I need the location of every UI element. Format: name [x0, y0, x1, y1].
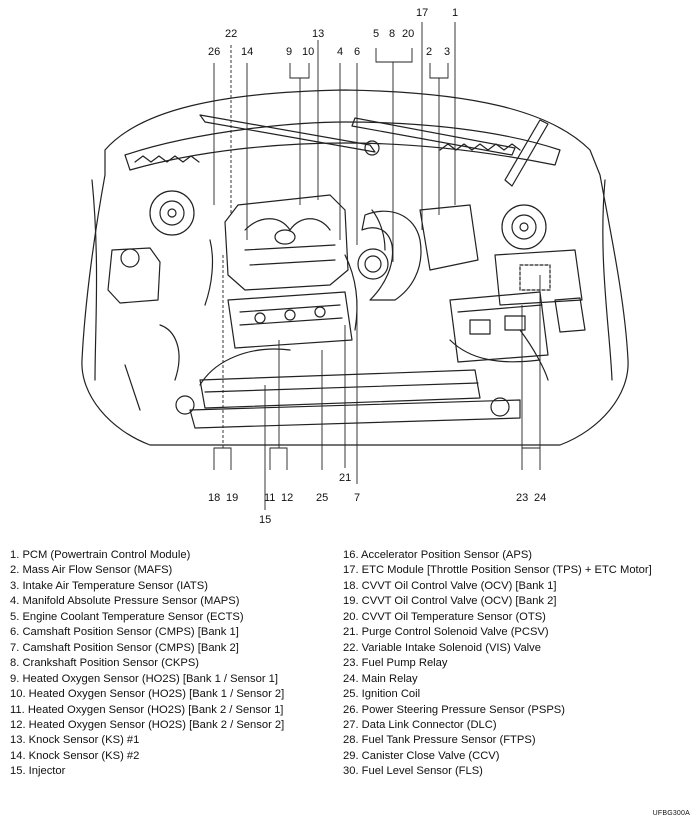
intake-manifold — [224, 194, 349, 291]
legend-item: 10. Heated Oxygen Sensor (HO2S) [Bank 1 … — [10, 688, 285, 701]
legend-left-column: 1. PCM (Powertrain Control Module) 2. Ma… — [10, 548, 340, 780]
callout-25: 25 — [316, 492, 328, 504]
legend-item: 28. Fuel Tank Pressure Sensor (FTPS) — [343, 734, 536, 747]
wiper-arm-left — [199, 114, 376, 153]
figure-code: UFBG300A — [652, 810, 690, 817]
radiator-support — [199, 369, 481, 409]
legend-right-column: 16. Accelerator Position Sensor (APS) 17… — [343, 548, 693, 780]
legend-item: 4. Manifold Absolute Pressure Sensor (MA… — [10, 595, 240, 608]
legend-item: 22. Variable Intake Solenoid (VIS) Valve — [343, 641, 541, 654]
callout-24: 24 — [534, 492, 546, 504]
legend-item: 3. Intake Air Temperature Sensor (IATS) — [10, 579, 208, 592]
callout-15: 15 — [259, 514, 271, 526]
callout-8: 8 — [389, 28, 395, 40]
relay-box — [494, 249, 583, 306]
callout-10: 10 — [302, 46, 314, 58]
legend-item: 26. Power Steering Pressure Sensor (PSPS… — [343, 703, 565, 716]
legend-item: 30. Fuel Level Sensor (FLS) — [343, 765, 483, 778]
callout-21: 21 — [339, 472, 351, 484]
callout-3: 3 — [444, 46, 450, 58]
legend-item: 14. Knock Sensor (KS) #2 — [10, 749, 140, 762]
legend-item: 7. Camshaft Position Sensor (CMPS) [Bank… — [10, 641, 239, 654]
battery — [449, 291, 549, 363]
callout-20: 20 — [402, 28, 414, 40]
legend-item: 5. Engine Coolant Temperature Sensor (EC… — [10, 610, 244, 623]
engine-bay-diagram: 26 22 14 13 9 10 4 6 5 8 20 17 1 2 3 18 … — [81, 7, 629, 526]
legend-item: 19. CVVT Oil Control Valve (OCV) [Bank 2… — [343, 595, 557, 608]
legend-item: 9. Heated Oxygen Sensor (HO2S) [Bank 1 /… — [10, 672, 279, 685]
legend-item: 18. CVVT Oil Control Valve (OCV) [Bank 1… — [343, 579, 557, 592]
legend-item: 20. CVVT Oil Temperature Sensor (OTS) — [343, 610, 546, 623]
legend-item: 17. ETC Module [Throttle Position Sensor… — [343, 564, 652, 577]
coolant-reservoir — [107, 247, 161, 304]
callout-23: 23 — [516, 492, 528, 504]
callout-26: 26 — [208, 46, 220, 58]
legend-item: 29. Canister Close Valve (CCV) — [343, 749, 500, 762]
callout-11: 11 — [264, 492, 275, 504]
wiper-arm-right — [351, 117, 516, 156]
callout-5: 5 — [373, 28, 379, 40]
callout-6: 6 — [354, 46, 360, 58]
air-cleaner — [419, 204, 479, 271]
strut-tower-right — [501, 204, 547, 250]
legend-item: 27. Data Link Connector (DLC) — [343, 718, 497, 731]
callout-12: 12 — [281, 492, 293, 504]
legend-item: 25. Ignition Coil — [343, 688, 421, 701]
air-intake-duct — [361, 210, 422, 301]
strut-tower-left — [149, 190, 195, 236]
legend-item: 11. Heated Oxygen Sensor (HO2S) [Bank 2 … — [10, 703, 284, 716]
hood-outline — [81, 89, 629, 446]
callout-13: 13 — [312, 28, 324, 40]
legend-item: 23. Fuel Pump Relay — [343, 657, 448, 670]
callout-1: 1 — [452, 7, 458, 19]
callout-22: 22 — [225, 28, 237, 40]
legend-item: 24. Main Relay — [343, 672, 418, 685]
cowl-panel — [124, 121, 561, 171]
legend-item: 15. Injector — [10, 765, 66, 778]
callout-18: 18 — [208, 492, 220, 504]
callout-14: 14 — [241, 46, 253, 58]
callout-9: 9 — [286, 46, 292, 58]
callout-7: 7 — [354, 492, 360, 504]
legend-item: 16. Accelerator Position Sensor (APS) — [343, 549, 533, 561]
legend-item: 2. Mass Air Flow Sensor (MAFS) — [10, 564, 173, 577]
callout-19: 19 — [226, 492, 238, 504]
legend-item: 6. Camshaft Position Sensor (CMPS) [Bank… — [10, 626, 239, 639]
legend-item: 13. Knock Sensor (KS) #1 — [10, 734, 140, 747]
callout-4: 4 — [337, 46, 343, 58]
legend-item: 8. Crankshaft Position Sensor (CKPS) — [10, 657, 200, 670]
legend-item: 12. Heated Oxygen Sensor (HO2S) [Bank 2 … — [10, 718, 285, 731]
callout-17: 17 — [416, 7, 428, 19]
legend-item: 21. Purge Control Solenoid Valve (PCSV) — [343, 626, 549, 639]
callout-2: 2 — [426, 46, 432, 58]
cylinder-head-front — [227, 291, 353, 349]
legend-item: 1. PCM (Powertrain Control Module) — [10, 549, 191, 561]
